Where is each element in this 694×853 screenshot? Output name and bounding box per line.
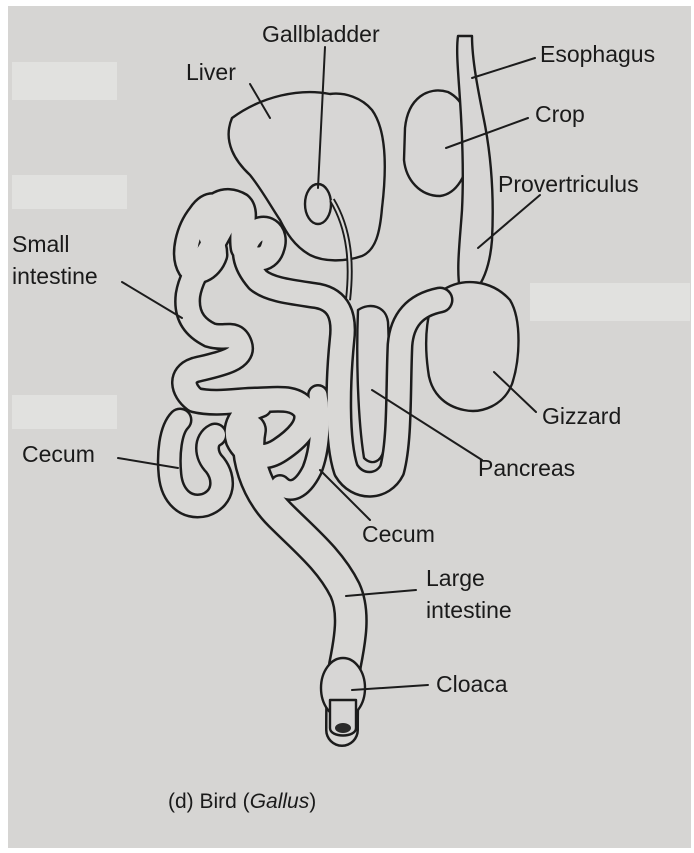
label-cloaca: Cloaca (436, 671, 508, 697)
smudge (12, 62, 117, 100)
label-gallbladder: Gallbladder (262, 21, 380, 47)
smudge (12, 175, 127, 209)
label-large-intestine-line1: Large (426, 565, 485, 591)
label-small-intestine-line2: intestine (12, 263, 98, 289)
gallbladder (305, 184, 331, 224)
smudge (12, 395, 117, 429)
label-proventriculus: Provertriculus (498, 171, 639, 197)
figure-caption: (d) Bird (Gallus) (168, 790, 316, 813)
label-crop: Crop (535, 101, 585, 127)
caption-genus: Gallus (250, 790, 310, 813)
label-large-intestine-line2: intestine (426, 597, 512, 623)
label-liver: Liver (186, 59, 236, 85)
cloaca-vent (335, 723, 351, 733)
caption-prefix: (d) Bird ( (168, 790, 250, 813)
label-gizzard: Gizzard (542, 403, 621, 429)
caption-suffix: ) (309, 790, 316, 813)
label-esophagus: Esophagus (540, 41, 655, 67)
label-small-intestine-line1: Small (12, 231, 70, 257)
label-pancreas: Pancreas (478, 455, 575, 481)
smudge (530, 283, 690, 321)
label-cecum-left: Cecum (22, 441, 95, 467)
label-cecum-bottom: Cecum (362, 521, 435, 547)
